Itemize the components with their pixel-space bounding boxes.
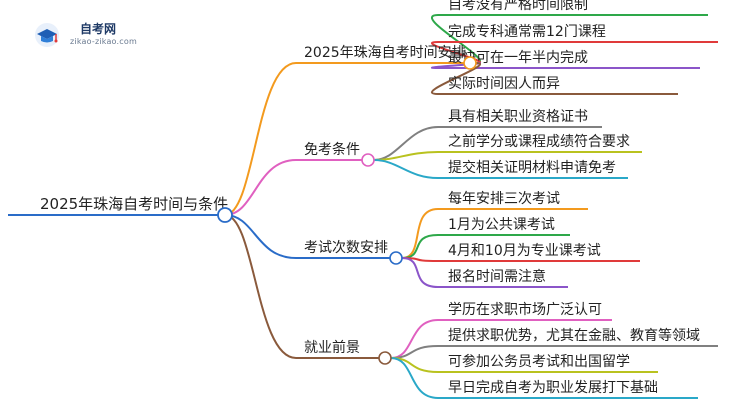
leaf-link [390, 319, 439, 359]
mindmap-nodes: 2025年珠海自考时间与条件 2025年珠海自考时间安排 自考没有严格时间限制完成专… [40, 0, 700, 396]
graduation-cap-icon [35, 23, 59, 47]
leaf-label: 最快可在一年半内完成 [448, 50, 588, 66]
branch-node-circle[interactable] [378, 351, 392, 365]
leaf-link [401, 234, 439, 259]
leaf-link [430, 62, 481, 95]
root-label: 2025年珠海自考时间与条件 [40, 195, 228, 213]
mindmap-links [8, 14, 718, 399]
branch-link [224, 214, 297, 359]
branch-link [224, 159, 297, 216]
leaf-label: 提供求职优势，尤其在金融、教育等领域 [448, 327, 700, 344]
branch-label: 2025年珠海自考时间安排 [304, 45, 466, 61]
branch-link [224, 62, 297, 216]
leaf-label: 早日完成自考为职业发展打下基础 [448, 379, 658, 396]
leaf-link [401, 208, 439, 259]
leaf-link [373, 151, 439, 161]
leaf-label: 具有相关职业资格证书 [448, 109, 588, 125]
leaf-label: 4月和10月为专业课考试 [448, 243, 601, 259]
leaf-label: 提交相关证明材料申请免考 [448, 159, 616, 176]
leaf-label: 1月为公共课考试 [448, 217, 555, 233]
branch-node-circle[interactable] [389, 251, 403, 265]
root-node-circle[interactable] [217, 207, 233, 223]
leaf-link [390, 357, 439, 399]
branch-label: 免考条件 [304, 141, 360, 158]
leaf-label: 可参加公务员考试和出国留学 [448, 353, 630, 370]
leaf-label: 完成专科通常需12门课程 [448, 24, 606, 40]
leaf-link [373, 159, 439, 179]
logo-subtitle: zikao-zikao.com [70, 37, 137, 46]
branch-node-circle[interactable] [361, 153, 375, 167]
branch-node-circle[interactable] [463, 56, 477, 70]
leaf-label: 报名时间需注意 [448, 268, 546, 285]
leaf-label: 实际时间因人而异 [448, 76, 560, 92]
leaf-label: 每年安排三次考试 [448, 191, 560, 207]
leaf-label: 学历在求职市场广泛认可 [448, 301, 602, 318]
leaf-label: 之前学分或课程成绩符合要求 [448, 133, 630, 150]
leaf-link [401, 257, 439, 288]
branch-link [224, 214, 297, 259]
branch-label: 就业前景 [304, 339, 360, 356]
site-logo[interactable]: 自考网 zikao-zikao.com [34, 18, 154, 50]
branch-label: 考试次数安排 [304, 240, 388, 256]
logo-title: 自考网 [80, 22, 117, 36]
leaf-label: 自考没有严格时间限制 [448, 0, 588, 13]
